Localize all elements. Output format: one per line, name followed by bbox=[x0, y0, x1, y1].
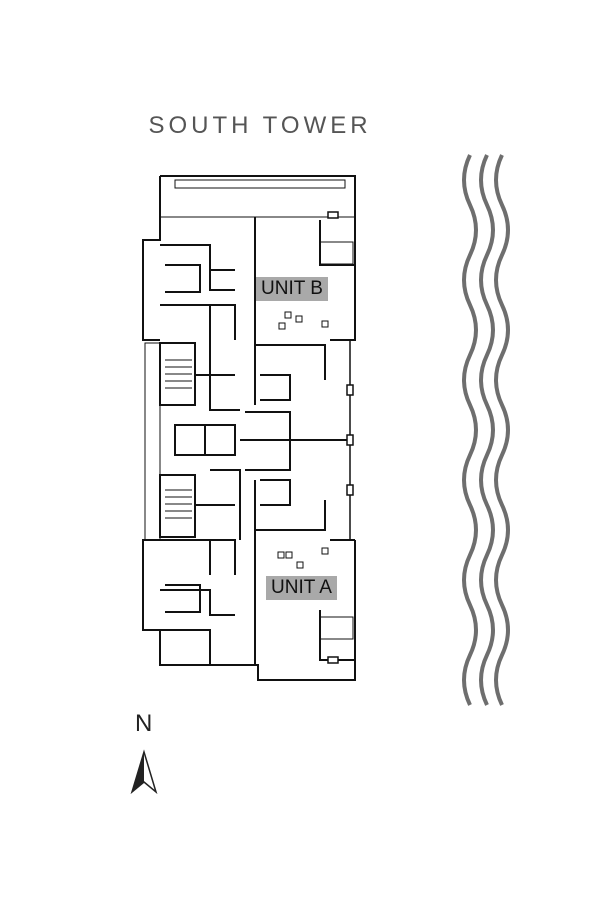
windows bbox=[327, 211, 354, 664]
water-waves bbox=[462, 154, 510, 706]
balconies bbox=[319, 241, 354, 640]
north-arrow bbox=[130, 749, 158, 795]
unit-b-label: UNIT B bbox=[256, 277, 328, 301]
building-outline bbox=[142, 175, 356, 681]
stair-hatching bbox=[165, 359, 192, 519]
north-label: N bbox=[135, 710, 153, 737]
plan-title: SOUTH TOWER bbox=[148, 112, 372, 139]
small-fixtures bbox=[277, 311, 329, 569]
unit-a-label: UNIT A bbox=[266, 576, 337, 600]
